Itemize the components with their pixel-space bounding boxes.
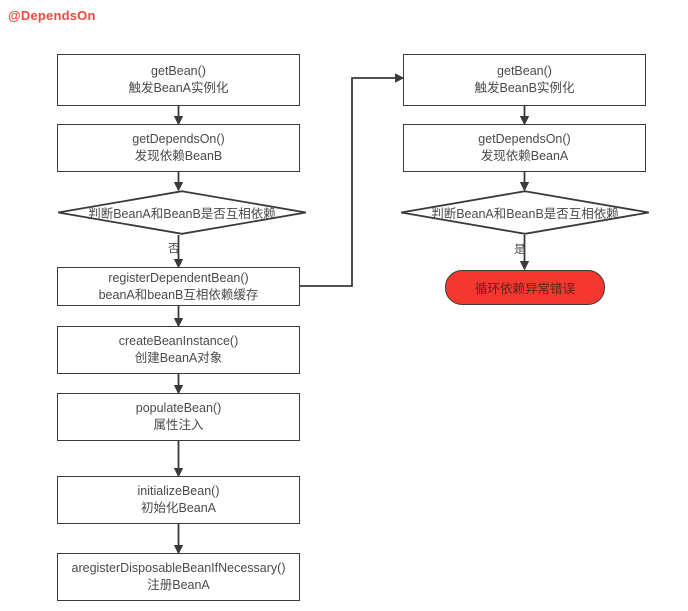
node-line-2: 创建BeanA对象 [134,351,223,365]
node-left-populate-bean[interactable]: populateBean() 属性注入 [57,393,300,441]
node-line-2: beanA和beanB互相依赖缓存 [98,287,259,302]
node-line-1: initializeBean() [137,484,220,498]
node-left-getbean[interactable]: getBean() 触发BeanA实例化 [57,54,300,106]
node-line-2: 发现依赖BeanB [134,149,223,163]
node-line-1: aregisterDisposableBeanIfNecessary() [71,561,286,575]
decision-right[interactable]: 判断BeanA和BeanB是否互相依赖 [400,190,650,235]
node-line-2: 注册BeanA [147,578,210,592]
error-label: 循环依赖异常错误 [474,282,575,296]
node-left-getdependson[interactable]: getDependsOn() 发现依赖BeanB [57,124,300,172]
node-line-2: 初始化BeanA [140,501,217,515]
node-line-2: 发现依赖BeanA [480,149,569,163]
node-right-getbean[interactable]: getBean() 触发BeanB实例化 [403,54,646,106]
node-left-register-dependent-bean[interactable]: registerDependentBean() beanA和beanB互相依赖缓… [57,267,300,306]
edge-label-left-no: 否 [168,243,180,255]
page-title: @DependsOn [8,8,96,23]
node-line-2: 触发BeanA实例化 [128,81,229,95]
node-left-initialize-bean[interactable]: initializeBean() 初始化BeanA [57,476,300,524]
node-line-1: populateBean() [135,401,222,415]
node-right-circular-dependency-error[interactable]: 循环依赖异常错误 [445,270,605,305]
node-left-register-disposable-bean[interactable]: aregisterDisposableBeanIfNecessary() 注册B… [57,553,300,601]
node-line-1: createBeanInstance() [118,334,239,348]
node-line-2: 属性注入 [153,418,204,432]
edge-label-right-yes: 是 [514,244,526,256]
node-line-1: getBean() [497,64,552,78]
node-left-create-bean-instance[interactable]: createBeanInstance() 创建BeanA对象 [57,326,300,374]
diamond-shape [58,190,306,235]
node-line-1: getBean() [151,64,206,78]
node-right-getdependson[interactable]: getDependsOn() 发现依赖BeanA [403,124,646,172]
diamond-shape [401,190,649,235]
node-line-1: getDependsOn() [132,132,225,146]
decision-left[interactable]: 判断BeanA和BeanB是否互相依赖 [57,190,307,235]
node-line-1: registerDependentBean() [108,270,249,285]
node-line-2: 触发BeanB实例化 [474,81,575,95]
node-line-1: getDependsOn() [478,132,571,146]
